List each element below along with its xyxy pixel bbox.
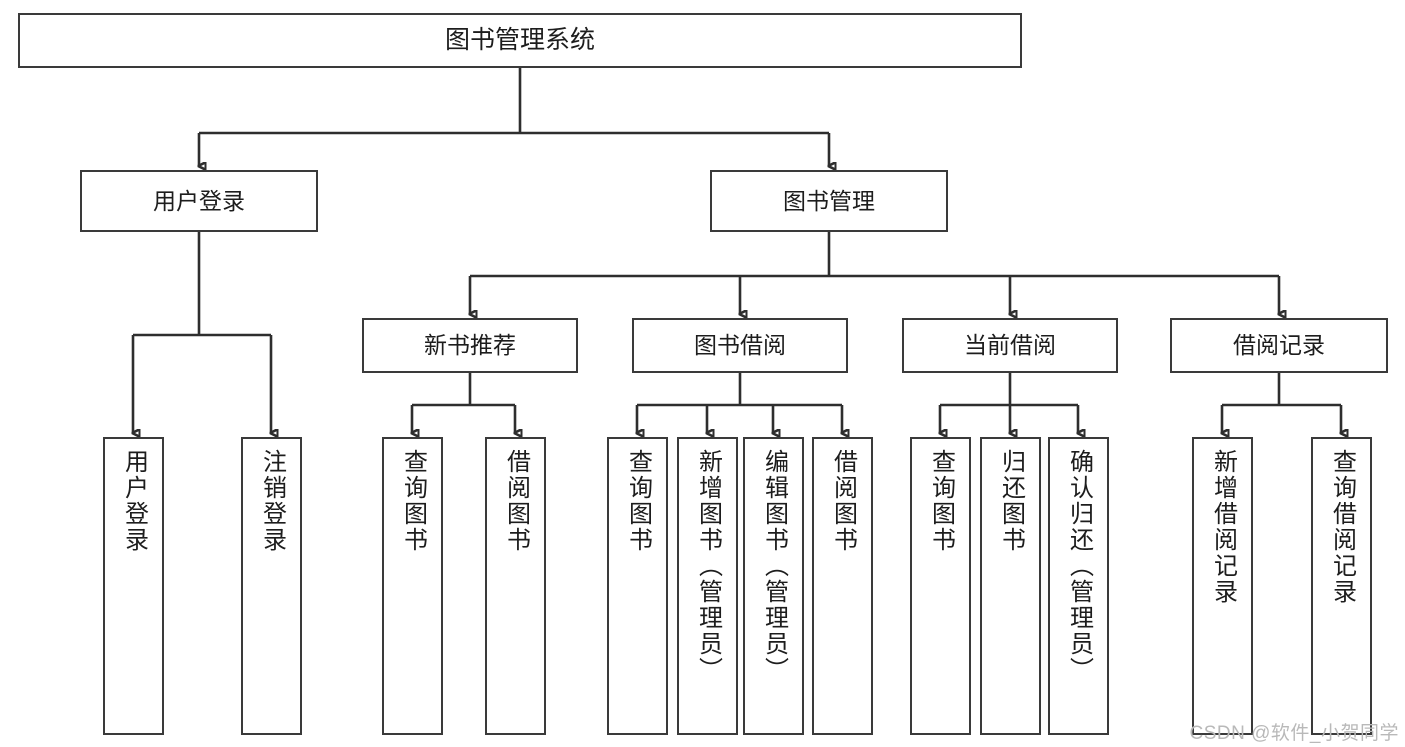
leaf-book-borrow-query-book[interactable]: 查询图书	[607, 437, 668, 735]
csdn-watermark: CSDN @软件_小贺同学	[1189, 723, 1399, 744]
leaf-book-borrow-borrow-book[interactable]: 借阅图书	[812, 437, 873, 735]
leaf-book-borrow-edit-book-admin[interactable]: 编辑图书（管理员）	[743, 437, 804, 735]
node-label: 查询借阅记录	[1328, 449, 1356, 605]
leaf-current-borrow-return-book[interactable]: 归还图书	[980, 437, 1041, 735]
node-new-book-recommend[interactable]: 新书推荐	[362, 318, 578, 373]
leaf-new-book-borrow-book[interactable]: 借阅图书	[485, 437, 546, 735]
node-label: 新增借阅记录	[1209, 449, 1237, 605]
node-label: 查询图书	[624, 449, 652, 553]
node-current-borrow[interactable]: 当前借阅	[902, 318, 1118, 373]
node-label: 用户登录	[120, 449, 148, 553]
node-label: 借阅图书	[829, 449, 857, 553]
node-book-borrow[interactable]: 图书借阅	[632, 318, 848, 373]
node-label: 查询图书	[927, 449, 955, 553]
leaf-borrow-record-query-record[interactable]: 查询借阅记录	[1311, 437, 1372, 735]
node-label: 当前借阅	[964, 332, 1056, 359]
node-label: 图书管理系统	[444, 26, 595, 55]
node-book-management[interactable]: 图书管理	[710, 170, 948, 232]
node-label: 编辑图书（管理员）	[760, 449, 788, 683]
node-label: 图书借阅	[694, 332, 786, 359]
node-user-login[interactable]: 用户登录	[80, 170, 318, 232]
node-label: 新增图书（管理员）	[694, 449, 722, 683]
leaf-borrow-record-add-record[interactable]: 新增借阅记录	[1192, 437, 1253, 735]
node-label: 注销登录	[258, 449, 286, 553]
node-label: 查询图书	[399, 449, 427, 553]
node-borrow-record[interactable]: 借阅记录	[1170, 318, 1388, 373]
node-label: 归还图书	[997, 449, 1025, 553]
leaf-user-login-logout[interactable]: 注销登录	[241, 437, 302, 735]
node-label: 图书管理	[783, 187, 875, 214]
node-label: 借阅图书	[502, 449, 530, 553]
leaf-user-login-login[interactable]: 用户登录	[103, 437, 164, 735]
node-label: 新书推荐	[424, 332, 516, 359]
leaf-current-borrow-query-book[interactable]: 查询图书	[910, 437, 971, 735]
node-label: 确认归还（管理员）	[1065, 449, 1093, 683]
node-label: 借阅记录	[1233, 332, 1325, 359]
node-root-system[interactable]: 图书管理系统	[18, 13, 1022, 68]
leaf-current-borrow-confirm-return-admin[interactable]: 确认归还（管理员）	[1048, 437, 1109, 735]
node-label: 用户登录	[153, 187, 245, 214]
leaf-book-borrow-add-book-admin[interactable]: 新增图书（管理员）	[677, 437, 738, 735]
leaf-new-book-query-book[interactable]: 查询图书	[382, 437, 443, 735]
